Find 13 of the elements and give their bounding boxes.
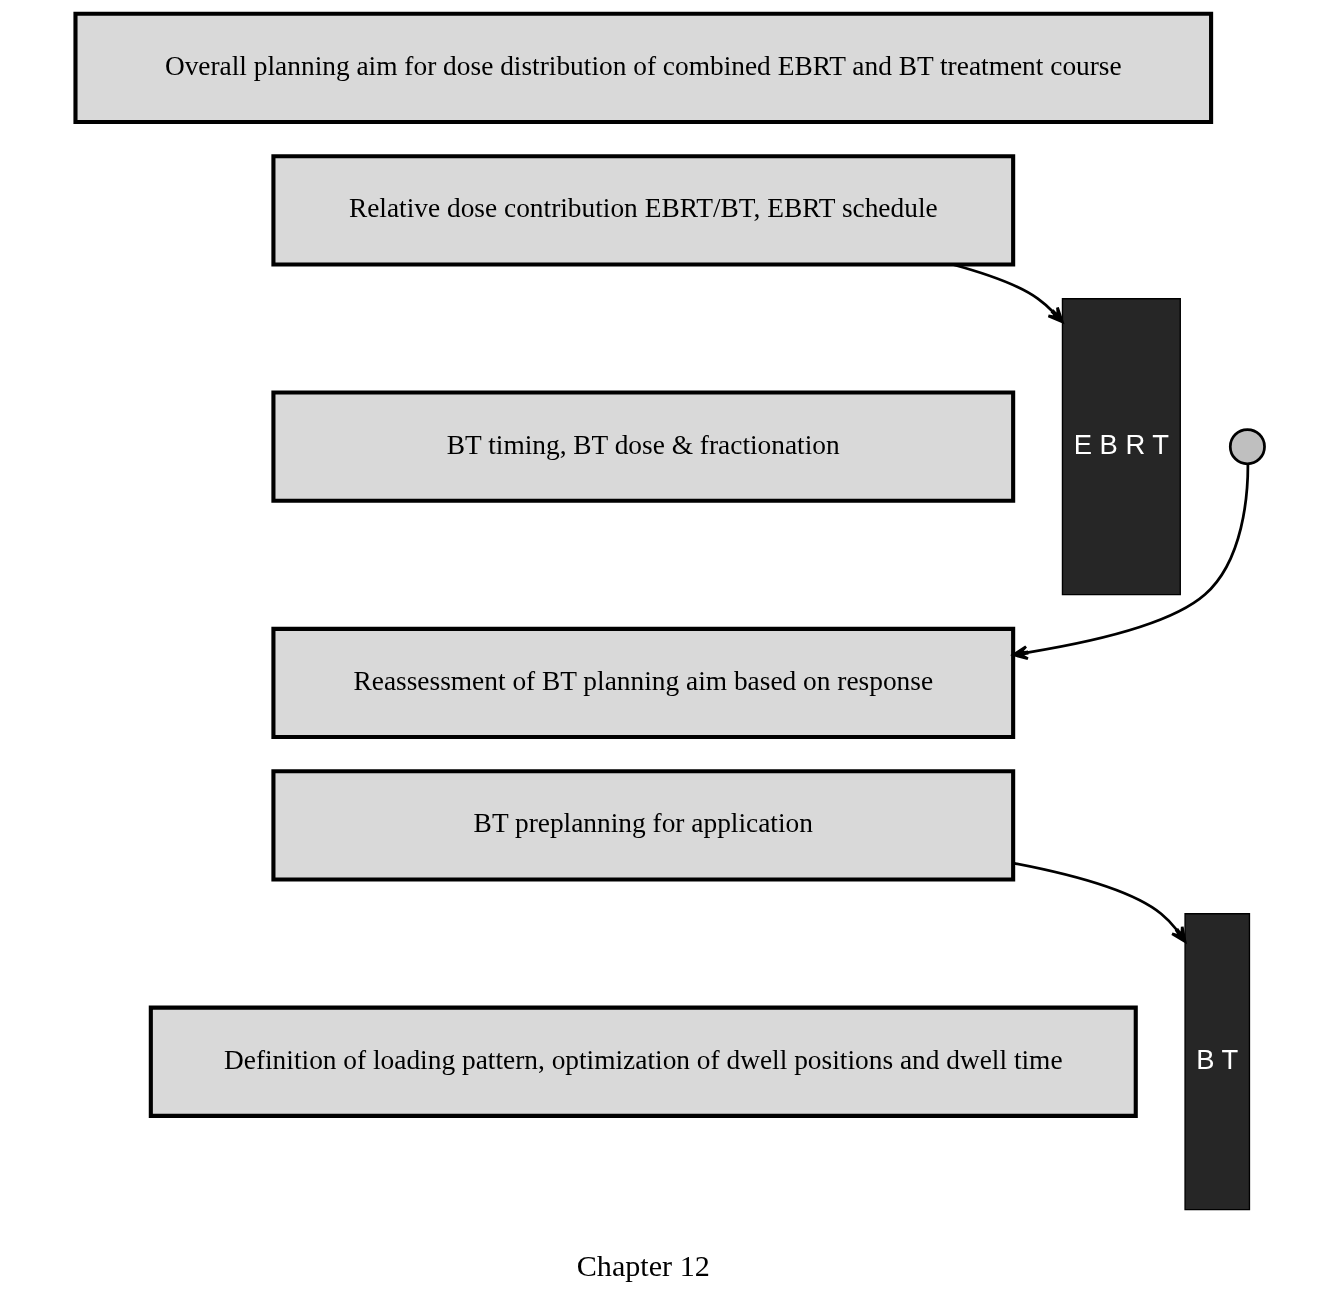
node-box: E B R T [1061, 298, 1181, 596]
node-box: Overall planning aim for dose distribution of combined EBRT and BT treatment course [72, 11, 1213, 125]
arrow [1011, 464, 1249, 661]
node-circle [1228, 428, 1266, 466]
arrow [951, 263, 1064, 324]
node-box: BT preplanning for application [270, 769, 1015, 882]
arrow [1012, 861, 1186, 943]
label: Chapter 12 [576, 1249, 710, 1284]
node-box: BT timing, BT dose & fractionation [270, 390, 1015, 503]
node-box: B T [1183, 913, 1250, 1211]
node-box: Definition of loading pattern, optimization of dwell positions and dwell time [148, 1005, 1138, 1118]
node-box: Relative dose contribution EBRT/BT, EBRT schedule [270, 154, 1015, 267]
node-box: Reassessment of BT planning aim based on response [270, 626, 1015, 740]
